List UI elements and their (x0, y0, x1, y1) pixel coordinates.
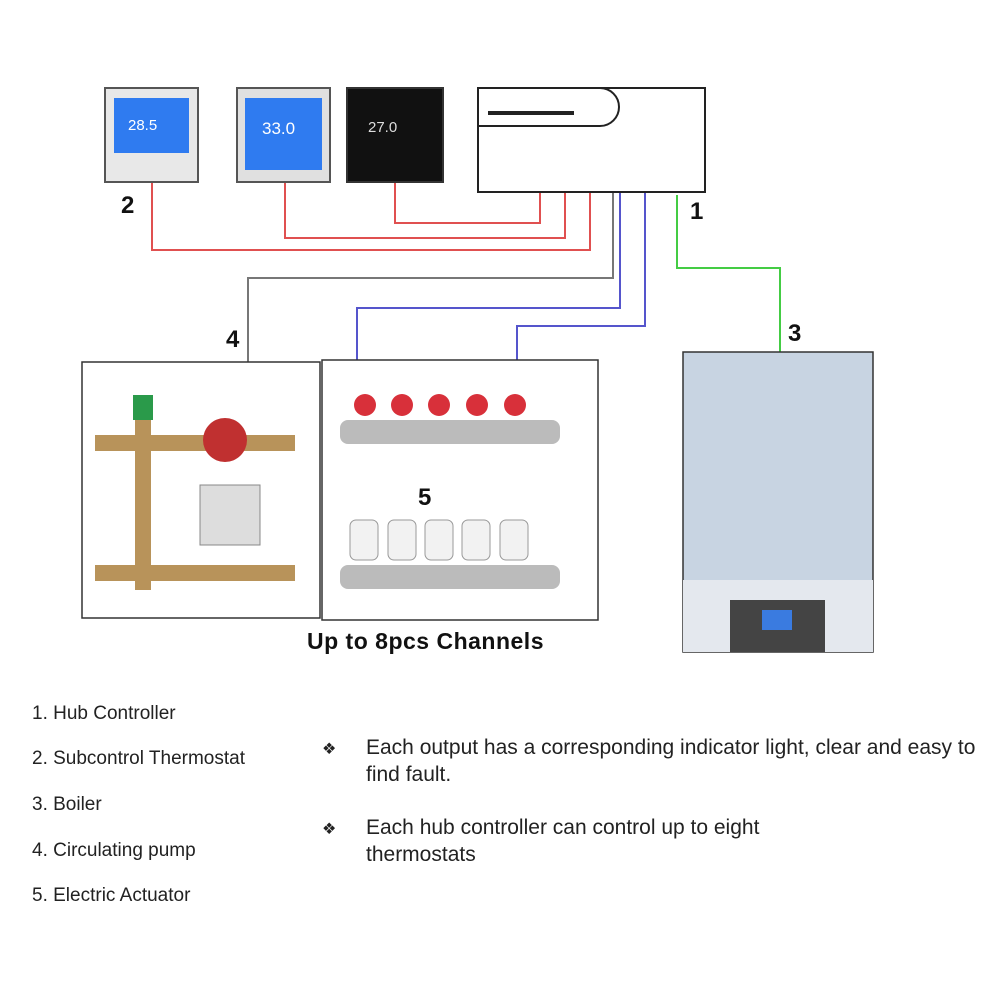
legend-item: 5. Electric Actuator (32, 885, 191, 906)
legend-item: 1. Hub Controller (32, 703, 176, 724)
manifold (321, 359, 599, 621)
label-actuator: 5 (418, 484, 432, 511)
bullet-text: Each output has a corresponding indicato… (366, 736, 976, 786)
pump-wire (247, 192, 614, 385)
label-boiler: 3 (788, 320, 802, 347)
electric-actuators (349, 519, 529, 561)
boiler (682, 351, 874, 653)
hub-controller (477, 87, 706, 193)
thermostat-wire-3 (394, 182, 541, 224)
thermostat-2-display: 33.0 (262, 119, 295, 138)
legend-item: 2. Subcontrol Thermostat (32, 748, 245, 769)
thermostat-1-display: 28.5 (128, 117, 157, 134)
legend-item: 4. Circulating pump (32, 840, 196, 861)
bullet-text: Each hub controller can control up to ei… (366, 816, 760, 866)
thermostat-3-display: 27.0 (368, 119, 397, 136)
diamond-bullet-icon: ❖ (322, 741, 337, 758)
label-thermostat: 2 (121, 192, 135, 219)
channels-caption: Up to 8pcs Channels (307, 628, 544, 654)
label-pump: 4 (226, 326, 240, 353)
thermostat-wire-1 (151, 182, 591, 251)
thermostat-1: 28.5 (104, 87, 199, 183)
label-hub: 1 (690, 198, 704, 225)
thermostat-3: 27.0 (346, 87, 444, 183)
boiler-wire (676, 195, 781, 352)
thermostat-2: 33.0 (236, 87, 331, 183)
diamond-bullet-icon: ❖ (322, 821, 337, 838)
legend-item: 3. Boiler (32, 794, 102, 815)
thermostat-wire-2 (284, 182, 566, 239)
indicator-lights (488, 111, 574, 115)
circulating-pump (81, 361, 321, 619)
